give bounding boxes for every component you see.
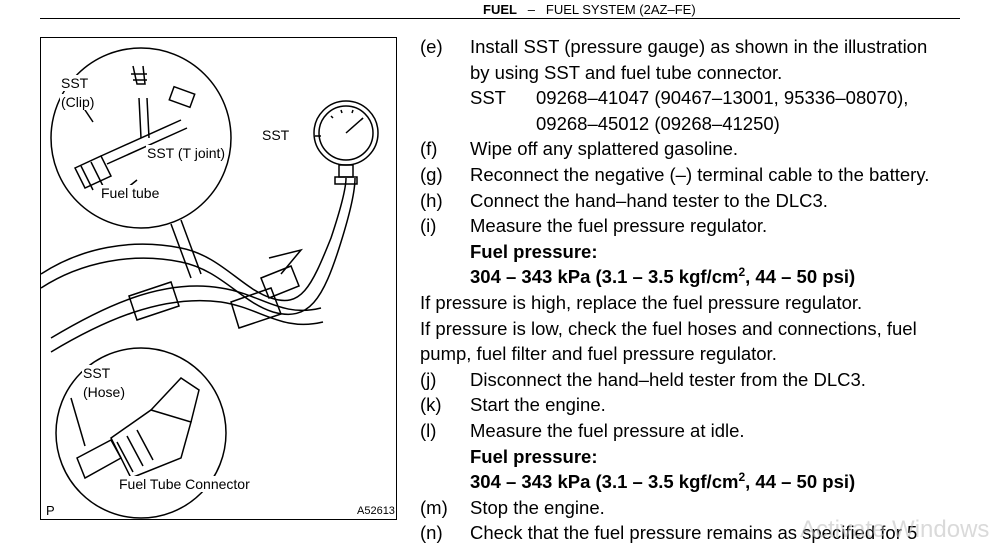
step-l: (l) Measure the fuel pressure at idle. (420, 418, 965, 444)
note-low-pressure-1: If pressure is low, check the fuel hoses… (420, 317, 917, 339)
step-text: Install SST (pressure gauge) as shown in… (470, 36, 928, 57)
step-letter: (m) (420, 496, 448, 518)
t-joint-vertical (138, 97, 150, 139)
step-e-continuation: by using SST and fuel tube connector. (470, 61, 783, 83)
step-letter: (n) (420, 522, 443, 544)
label-sst-gauge: SST (261, 127, 291, 143)
step-k: (k) Start the engine. (420, 392, 965, 418)
label-sst-clip: SST (60, 75, 90, 91)
step-text: Reconnect the negative (–) terminal cabl… (470, 163, 930, 185)
step-i: (i) Measure the fuel pressure regulator. (420, 213, 965, 239)
gauge-hose-inner (41, 177, 356, 316)
step-j: (j) Disconnect the hand–held tester from … (420, 367, 965, 393)
step-text: Disconnect the hand–held tester from the… (470, 368, 866, 390)
step-letter: (i) (420, 215, 437, 237)
step-letter: (g) (420, 163, 443, 185)
note-high-pressure: If pressure is high, replace the fuel pr… (420, 291, 863, 313)
fuel-tube-ribs (80, 161, 104, 191)
step-text: Stop the engine. (470, 496, 605, 518)
t-joint-cap (168, 85, 196, 109)
step-text: Connect the hand–hand tester to the DLC3… (470, 189, 828, 211)
spec-value-pre: 304 – 343 kPa (3.1 – 3.5 kgf/cm (470, 471, 739, 493)
fuel-tube-connector-detail (110, 409, 192, 479)
page-header: FUEL – FUEL SYSTEM (2AZ–FE) (40, 0, 960, 19)
step-letter: (k) (420, 394, 442, 416)
spec-value-pre: 304 – 343 kPa (3.1 – 3.5 kgf/cm (470, 266, 739, 288)
sst-numbers-1: 09268–41047 (90467–13001, 95336–08070), (536, 87, 909, 109)
step-n: (n) Check that the fuel pressure remains … (420, 520, 965, 546)
connector-clip-detail (150, 377, 200, 423)
spec-label-1: Fuel pressure: (470, 240, 598, 262)
leader-sst-hose (70, 397, 86, 447)
spec-label-2: Fuel pressure: (470, 445, 598, 467)
note-low-pressure-2: pump, fuel filter and fuel pressure regu… (420, 343, 777, 365)
label-hose: (Hose) (82, 384, 127, 400)
clip-shape (132, 65, 146, 85)
sst-line-2: 09268–45012 (09268–41250) (420, 111, 965, 137)
label-fuel-tube: Fuel tube (100, 185, 161, 201)
figure-code: A52613 (357, 505, 395, 517)
header-title: FUEL – FUEL SYSTEM (2AZ–FE) (483, 2, 696, 17)
header-subsection: FUEL SYSTEM (2AZ–FE) (545, 2, 696, 17)
connector-left (128, 281, 180, 321)
step-m: (m) Stop the engine. (420, 495, 965, 521)
label-clip: (Clip) (60, 94, 96, 110)
connector-ribs (116, 429, 154, 473)
step-text: Start the engine. (470, 394, 606, 416)
activate-windows-watermark: Activate Windows (800, 516, 990, 543)
spec-value-sup: 2 (738, 469, 746, 484)
gauge-ticks (330, 109, 364, 121)
label-sst-hose: SST (82, 365, 112, 381)
procedure-steps: (e) Install SST (pressure gauge) as shown… (420, 34, 965, 546)
step-e: (e) Install SST (pressure gauge) as shown… (420, 34, 965, 60)
gauge-hose-outer (41, 177, 347, 302)
step-letter: (h) (420, 189, 443, 211)
header-section: FUEL (483, 2, 517, 17)
figure-corner-letter: P (45, 503, 56, 518)
step-letter: (l) (420, 419, 437, 441)
vertical-hose (170, 219, 202, 279)
gauge-fitting (334, 176, 358, 185)
step-text: Measure the fuel pressure at idle. (470, 419, 745, 441)
inset-circle-top (50, 47, 232, 229)
step-letter: (e) (420, 36, 443, 57)
fuel-line-outer (50, 285, 322, 339)
spec-value-2: 304 – 343 kPa (3.1 – 3.5 kgf/cm2, 44 – 5… (420, 469, 965, 495)
sst-line: SST 09268–41047 (90467–13001, 95336–08070… (420, 85, 965, 111)
spec-value-post: , 44 – 50 psi) (745, 266, 856, 288)
clip-detail (131, 73, 147, 81)
connector-upper (260, 265, 300, 299)
illustration-figure: SST (Clip) SST (T joint) Fuel tube SST S… (40, 37, 397, 520)
connector-right (230, 287, 282, 329)
step-text: Check that the fuel pressure remains as … (470, 522, 918, 544)
sst-numbers-2: 09268–45012 (09268–41250) (536, 112, 780, 134)
step-letter: (f) (420, 138, 438, 160)
header-dash: – (527, 2, 536, 17)
fuel-gauge-illustration (41, 47, 379, 519)
sst-key: SST (470, 87, 506, 109)
fuel-tube-connector-top (73, 155, 113, 189)
fuel-line-inner (50, 299, 324, 353)
step-text: Measure the fuel pressure regulator. (470, 215, 768, 237)
label-fuel-tube-connector: Fuel Tube Connector (118, 476, 251, 492)
spec-value-1: 304 – 343 kPa (3.1 – 3.5 kgf/cm2, 44 – 5… (420, 264, 965, 290)
gauge-face (318, 105, 374, 161)
step-g: (g) Reconnect the negative (–) terminal c… (420, 162, 965, 188)
gauge-needle (345, 117, 364, 134)
gauge-stem (338, 164, 354, 178)
step-text: Wipe off any splattered gasoline. (470, 138, 739, 160)
spec-value-post: , 44 – 50 psi) (745, 471, 856, 493)
label-t-joint: SST (T joint) (146, 145, 227, 161)
spec-value-sup: 2 (738, 265, 746, 280)
step-letter: (j) (420, 368, 437, 390)
clamp-shape (268, 248, 304, 275)
step-f: (f) Wipe off any splattered gasoline. (420, 136, 965, 162)
step-h: (h) Connect the hand–hand tester to the D… (420, 188, 965, 214)
inset-circle-bottom (55, 347, 227, 519)
